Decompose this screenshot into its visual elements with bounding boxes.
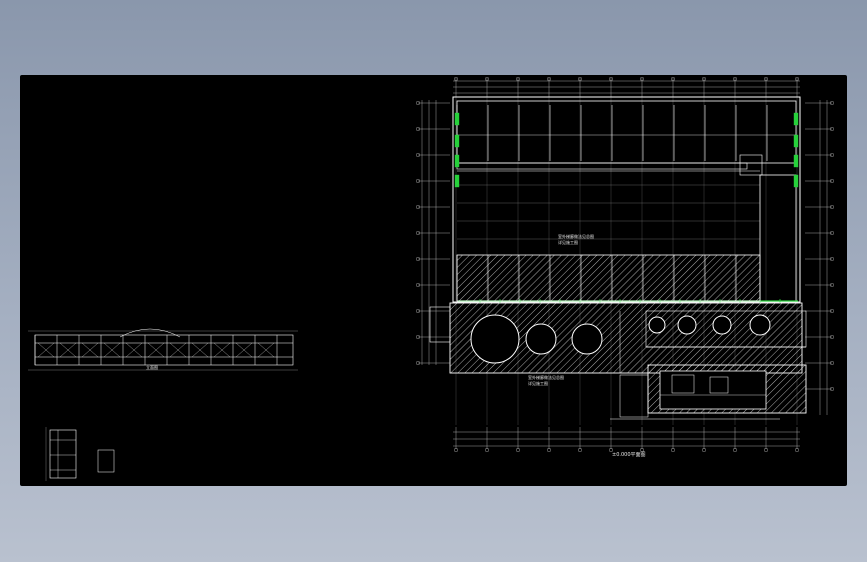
- axis-bubble: [416, 101, 421, 106]
- elevation-section-drawing: [28, 328, 298, 371]
- axis-bubble: [830, 101, 835, 106]
- axis-bubble: [485, 77, 490, 81]
- axis-bubble: [830, 204, 835, 209]
- tank-opening-small: [749, 314, 771, 336]
- axis-bubble: [830, 178, 835, 183]
- section-cross: [103, 342, 121, 358]
- green-marker: [454, 174, 460, 188]
- cad-drawing-canvas[interactable]: [20, 75, 847, 486]
- section-cross: [235, 342, 253, 358]
- tank-opening-large: [470, 314, 520, 364]
- axis-bubble: [516, 77, 521, 81]
- section-outline: [34, 334, 294, 366]
- section-cross: [147, 342, 165, 358]
- green-marker: [454, 154, 460, 168]
- axis-bubble: [485, 448, 490, 453]
- axis-bubble: [416, 127, 421, 132]
- section-cross: [37, 342, 55, 358]
- axis-bubble: [733, 77, 738, 81]
- axis-bubble: [547, 77, 552, 81]
- pump-room-inner: [659, 370, 767, 410]
- side-annex: [429, 306, 451, 343]
- green-marker: [454, 134, 460, 148]
- axis-bubble: [416, 335, 421, 340]
- axis-bubble: [416, 256, 421, 261]
- section-cross: [125, 342, 143, 358]
- section-arc: [119, 328, 181, 338]
- axis-bubble: [795, 77, 800, 81]
- axis-bubble: [416, 308, 421, 313]
- axis-bubble: [578, 448, 583, 453]
- axis-bubble: [702, 77, 707, 81]
- axis-bubble: [609, 77, 614, 81]
- axis-bubble: [830, 282, 835, 287]
- green-marker: [454, 112, 460, 126]
- equipment: [671, 374, 695, 394]
- zone-note-lower-sub: 详见施工图: [528, 381, 548, 386]
- axis-bubble: [733, 448, 738, 453]
- tank-opening-small: [648, 316, 666, 334]
- section-cross: [169, 342, 187, 358]
- axis-bubble: [516, 448, 521, 453]
- section-cross: [257, 342, 275, 358]
- detail-drawing: [45, 427, 115, 481]
- north-bay: [456, 100, 797, 164]
- elevation-label: 立面图: [146, 365, 158, 370]
- green-marker: [793, 134, 799, 148]
- axis-bubble: [764, 77, 769, 81]
- axis-bubble: [830, 335, 835, 340]
- axis-bubble: [830, 127, 835, 132]
- axis-bubble: [671, 448, 676, 453]
- green-marker: [793, 112, 799, 126]
- plan-title-label: ±0.000平面图: [612, 452, 646, 458]
- axis-bubble: [416, 361, 421, 366]
- tank-opening-large: [571, 323, 603, 355]
- section-cross: [59, 342, 77, 358]
- axis-bubble: [640, 448, 645, 453]
- axis-bubble: [830, 152, 835, 157]
- zone-note-upper-sub: 详见施工图: [558, 240, 578, 245]
- service-block: [619, 374, 649, 418]
- axis-bubble: [416, 152, 421, 157]
- axis-bubble: [454, 77, 459, 81]
- axis-bubble: [830, 361, 835, 366]
- detail-small: [97, 449, 115, 473]
- section-cross: [213, 342, 231, 358]
- axis-bubble: [764, 448, 769, 453]
- stair-core: [739, 154, 763, 176]
- corridor: [456, 162, 748, 170]
- green-marker: [793, 174, 799, 188]
- tank-opening-small: [677, 315, 697, 335]
- equipment: [709, 376, 729, 394]
- east-wing: [759, 174, 797, 302]
- axis-bubble: [578, 77, 583, 81]
- axis-bubble: [830, 308, 835, 313]
- axis-bubble: [640, 77, 645, 81]
- tank-opening-large: [525, 323, 557, 355]
- axis-bubble: [416, 230, 421, 235]
- cad-model-viewport[interactable]: ±0.000平面图 室外梯廊做法见总图 详见施工图 室外梯廊做法见总图 详见施工…: [20, 75, 847, 486]
- axis-bubble: [830, 256, 835, 261]
- axis-bubble: [830, 387, 835, 392]
- axis-bubble: [416, 178, 421, 183]
- axis-bubble: [454, 448, 459, 453]
- axis-bubble: [416, 204, 421, 209]
- axis-bubble: [609, 448, 614, 453]
- tank-opening-small: [712, 315, 732, 335]
- zone-note-lower: 室外梯廊做法见总图: [528, 375, 564, 380]
- axis-bubble: [416, 282, 421, 287]
- detail-outline: [49, 429, 77, 479]
- axis-bubble: [830, 230, 835, 235]
- section-cross: [191, 342, 209, 358]
- green-marker: [793, 154, 799, 168]
- floor-plan-drawing: [416, 77, 835, 453]
- building-outline: [452, 96, 801, 303]
- axis-bubble: [702, 448, 707, 453]
- axis-bubble: [795, 448, 800, 453]
- hatched-platform-upper: [456, 254, 761, 302]
- axis-bubble: [671, 77, 676, 81]
- section-cross: [81, 342, 99, 358]
- axis-bubble: [547, 448, 552, 453]
- zone-note-upper: 室外梯廊做法见总图: [558, 234, 594, 239]
